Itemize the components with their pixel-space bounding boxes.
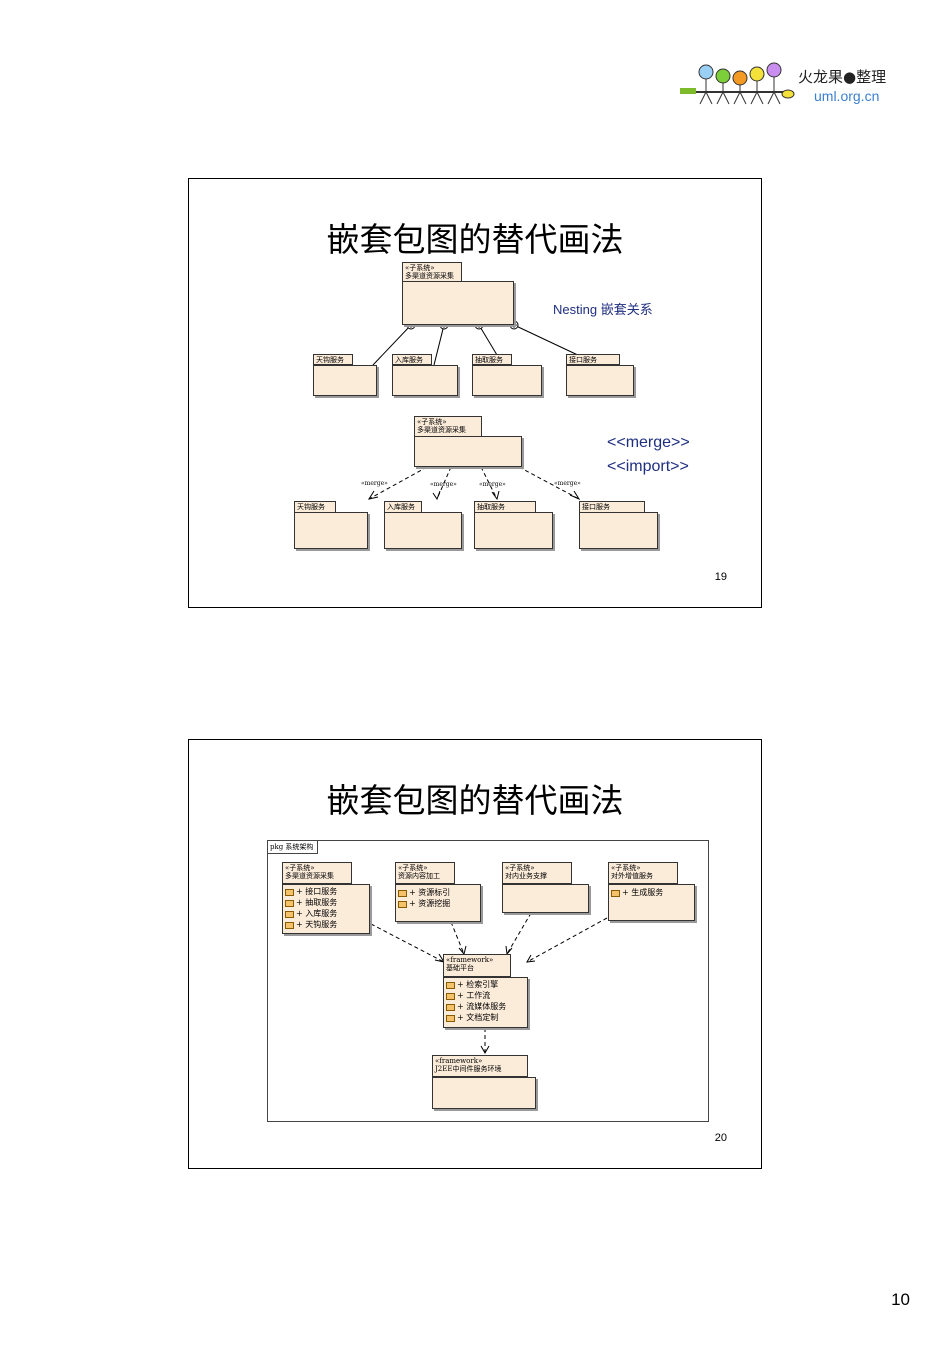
slide-title: 嵌套包图的替代画法 xyxy=(326,220,624,259)
framework-tab: «framework» 基础平台 xyxy=(443,954,511,977)
child-package-tab: 入库服务 xyxy=(392,354,432,365)
child-package-tab: 天钩服务 xyxy=(313,354,353,365)
subsystem-tab: «子系统» 对内业务支撑 xyxy=(502,862,572,884)
list-item: + 检索引擎 xyxy=(446,980,498,990)
subsystem-stereotype: «子系统» xyxy=(611,864,641,872)
merge-label: «merge» xyxy=(430,481,457,488)
list-item: + 资源挖掘 xyxy=(398,899,450,909)
logo-figures-icon xyxy=(680,62,795,105)
slide-19: 嵌套包图的替代画法 «子系 xyxy=(188,178,762,608)
subsystem-tab: «子系统» 资源内容加工 xyxy=(395,862,455,884)
package-icon xyxy=(446,1003,455,1011)
list-item: + 接口服务 xyxy=(285,887,337,897)
list-item: + 文档定制 xyxy=(446,1013,498,1023)
subsystem-body: + 资源标引 + 资源挖掘 xyxy=(395,884,481,922)
framework-tab: «framework» J2EE中间件服务环境 xyxy=(432,1055,528,1077)
package-stereotype: «子系统» xyxy=(417,418,447,426)
subsystem-body: + 接口服务 + 抽取服务 + 入库服务 + 天钩服务 xyxy=(282,884,370,934)
package-icon xyxy=(285,910,294,918)
nesting-note-en: Nesting xyxy=(553,302,598,317)
child-package-body xyxy=(392,365,458,396)
child-package-body xyxy=(579,512,658,549)
subsystem-name: 多渠道资源采集 xyxy=(285,872,334,880)
package-name: 多渠道资源采集 xyxy=(405,272,454,280)
subsystem-body: + 生成服务 xyxy=(608,884,695,921)
frame-label: pkg 系统架构 xyxy=(268,841,319,854)
merge-note: <<merge>> xyxy=(607,434,690,451)
slide-number: 20 xyxy=(714,1132,727,1144)
subsystem-tab: «子系统» 对外增值服务 xyxy=(608,862,678,884)
list-item: + 工作流 xyxy=(446,991,490,1001)
package-icon xyxy=(285,888,294,896)
child-package-tab: 接口服务 xyxy=(566,354,620,365)
package-icon xyxy=(285,921,294,929)
subsystem-name: 对内业务支撑 xyxy=(505,872,547,880)
subsystem-stereotype: «子系统» xyxy=(285,864,315,872)
framework-name: J2EE中间件服务环境 xyxy=(435,1065,502,1073)
slide-20: 嵌套包图的替代画法 pkg 系统架构 «子系统» 多渠道资源采集 + 接口服务 … xyxy=(188,739,762,1169)
list-item: + 资源标引 xyxy=(398,888,450,898)
subsystem-stereotype: «子系统» xyxy=(505,864,535,872)
package-icon xyxy=(398,889,407,897)
subsystem-name: 资源内容加工 xyxy=(398,872,440,880)
package-tab: «子系统» 多渠道资源采集 xyxy=(402,262,462,282)
logo-text: 火龙果●整理 xyxy=(798,68,887,86)
merge-label: «merge» xyxy=(554,480,581,487)
merge-label: «merge» xyxy=(479,481,506,488)
list-item: + 流媒体服务 xyxy=(446,1002,506,1012)
child-package-tab: 抽取服务 xyxy=(472,354,512,365)
import-note: <<import>> xyxy=(607,458,689,475)
subsystem-name: 对外增值服务 xyxy=(611,872,653,880)
package-name: 多渠道资源采集 xyxy=(417,426,466,434)
package-body xyxy=(402,281,514,325)
slide-title: 嵌套包图的替代画法 xyxy=(326,781,624,820)
framework-name: 基础平台 xyxy=(446,964,474,972)
subsystem-tab: «子系统» 多渠道资源采集 xyxy=(282,862,352,884)
logo-url: uml.org.cn xyxy=(814,88,880,104)
list-item: + 入库服务 xyxy=(285,909,337,919)
child-package-body xyxy=(384,512,462,549)
subsystem-body xyxy=(502,884,589,913)
subsystem-stereotype: «子系统» xyxy=(398,864,428,872)
package-icon xyxy=(398,900,407,908)
child-package-body xyxy=(566,365,634,396)
package-icon xyxy=(446,1014,455,1022)
framework-body xyxy=(432,1077,536,1109)
package-icon xyxy=(285,899,294,907)
list-item: + 生成服务 xyxy=(611,888,663,898)
slide-number: 19 xyxy=(714,571,727,583)
nesting-note-cn: 嵌套关系 xyxy=(600,303,653,318)
package-icon xyxy=(446,992,455,1000)
package-body xyxy=(414,436,522,467)
child-package-body xyxy=(474,512,553,549)
child-package-body xyxy=(294,512,368,549)
list-item: + 天钩服务 xyxy=(285,920,337,930)
package-tab: «子系统» 多渠道资源采集 xyxy=(414,416,482,437)
list-item: + 抽取服务 xyxy=(285,898,337,908)
nesting-note: Nesting 嵌套关系 xyxy=(553,299,653,318)
package-stereotype: «子系统» xyxy=(405,264,435,272)
framework-body: + 检索引擎 + 工作流 + 流媒体服务 + 文档定制 xyxy=(443,977,528,1028)
package-icon xyxy=(611,889,620,897)
child-package-body xyxy=(313,365,377,396)
package-icon xyxy=(446,981,455,989)
child-package-body xyxy=(472,365,542,396)
framework-stereotype: «framework» xyxy=(446,956,494,964)
logo: 火龙果●整理 uml.org.cn xyxy=(680,60,920,120)
merge-label: «merge» xyxy=(361,480,388,487)
framework-stereotype: «framework» xyxy=(435,1057,483,1065)
page-number: 10 xyxy=(891,1290,910,1309)
